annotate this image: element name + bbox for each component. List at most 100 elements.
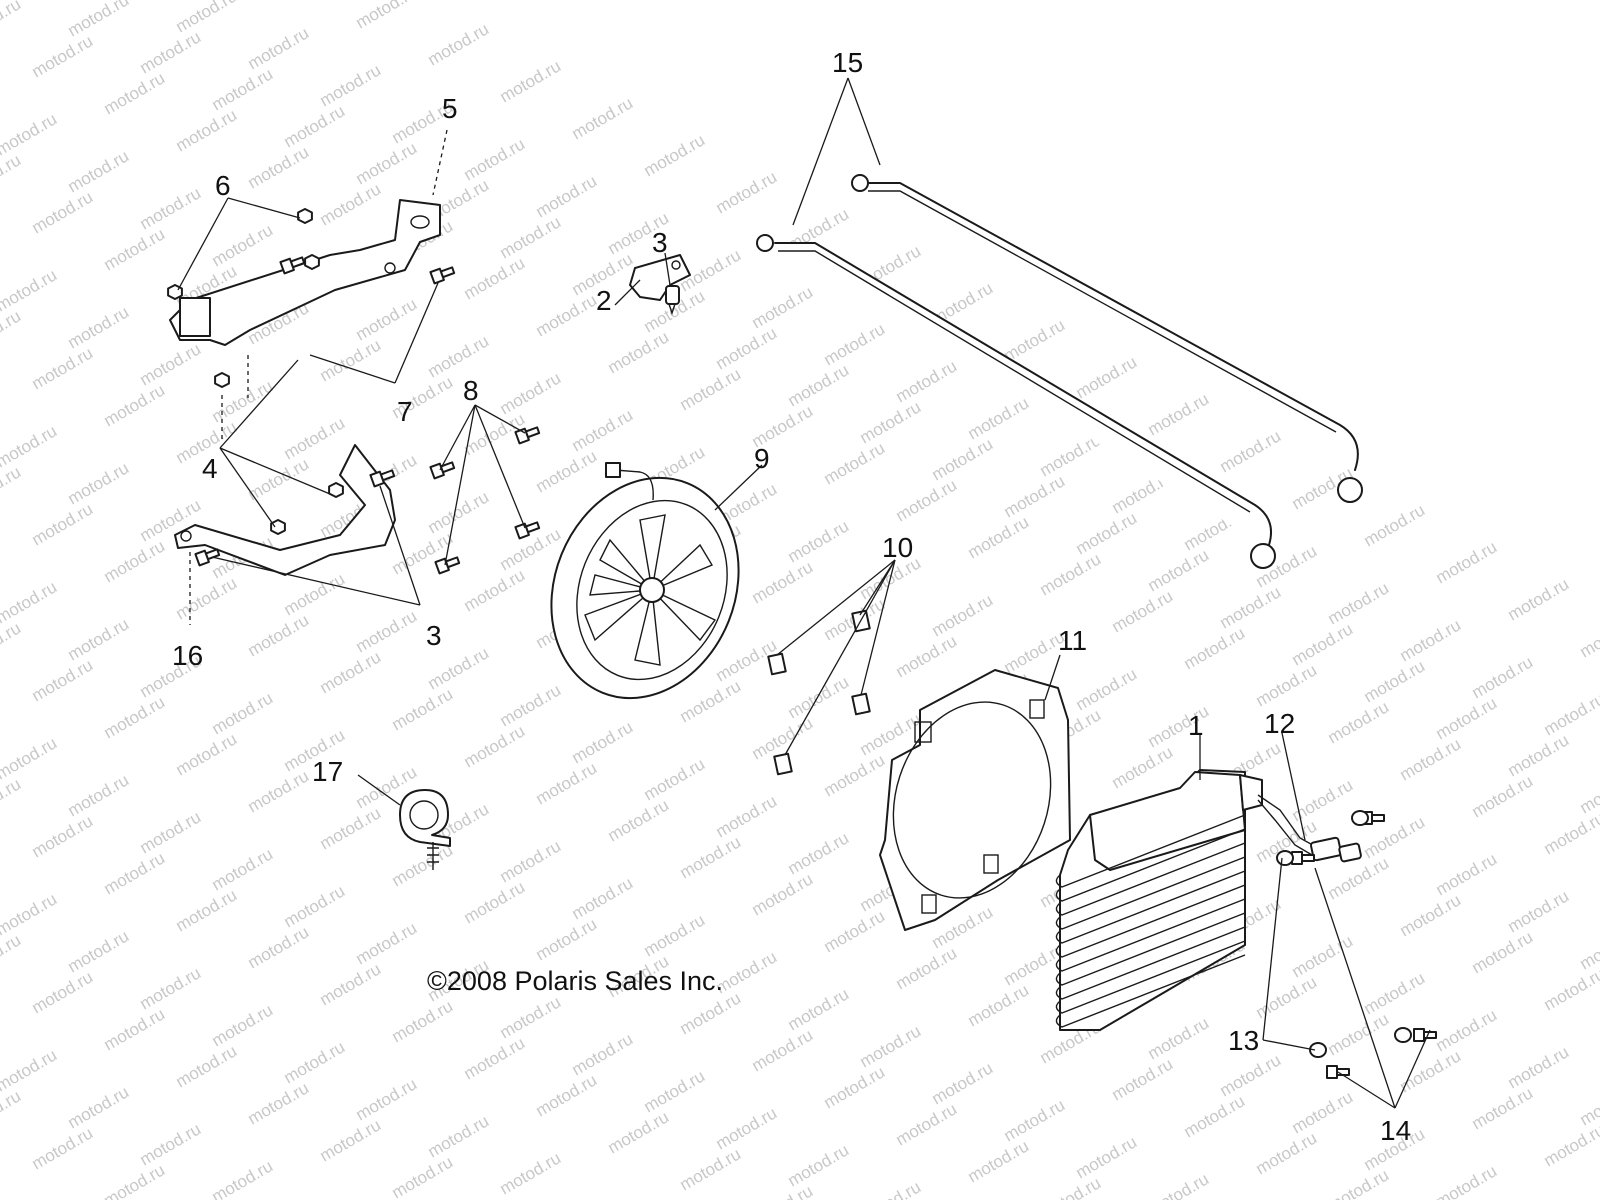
watermark-text: motod.ru [101,1160,169,1200]
watermark-text: motod.ru [65,458,133,508]
watermark-text: motod.ru [1109,742,1177,792]
watermark-text: motod.ru [0,150,24,200]
watermark-text: motod.ru [1469,927,1537,977]
watermark-text: motod.ru [173,885,241,935]
watermark-text: motod.ru [1001,1095,1069,1145]
watermark-text: motod.ru [353,0,421,32]
oil-cooler [1055,769,1263,1031]
watermark-text: motod.ru [929,590,997,640]
watermark-text: motod.ru [821,319,889,369]
watermark-text: motod.ru [0,265,60,315]
watermark-text: motod.ru [65,926,133,976]
watermark-text: motod.ru [1361,968,1429,1018]
lower-bracket [174,444,396,576]
watermark-text: motod.ru [1433,1161,1501,1200]
watermark-text: motod.ru [101,224,169,274]
watermark-text: motod.ru [461,877,529,927]
watermark-text: motod.ru [1469,771,1537,821]
callout-4: 4 [202,453,218,484]
bolt-icon [434,556,461,575]
watermark-text: motod.ru [137,339,205,389]
watermark-text: motod.ru [893,475,961,525]
clamp [629,254,691,301]
watermark-text: motod.ru [1037,549,1105,599]
watermark-text: motod.ru [209,1000,277,1050]
watermark-text: motod.ru [497,992,565,1042]
callout-6: 6 [215,170,231,201]
copyright-notice: ©2008 Polaris Sales Inc. [427,966,724,996]
watermark-text: motod.ru [0,109,60,159]
watermark-text: motod.ru [281,413,349,463]
watermark-text: motod.ru [281,881,349,931]
watermark-text: motod.ru [1001,315,1069,365]
watermark-text: motod.ru [1073,1132,1141,1182]
watermark-text: motod.ru [857,1177,925,1200]
watermark-text: motod.ru [353,138,421,188]
watermark-text: motod.ru [965,980,1033,1030]
watermark-text: motod.ru [785,672,853,722]
watermark-text: motod.ru [65,614,133,664]
watermark-text: motod.ru [929,434,997,484]
watermark-text: motod.ru [0,889,60,939]
watermark-text: motod.ru [209,64,277,114]
cooler-fin [1055,842,1246,916]
watermark-text: motod.ru [0,462,24,512]
watermark-text: motod.ru [209,688,277,738]
bolt-icon [279,256,306,275]
watermark-text: motod.ru [1505,1042,1573,1092]
watermark-text: motod.ru [965,512,1033,562]
watermark-text: motod.ru [101,536,169,586]
watermark-text: motod.ru [245,766,313,816]
watermark-text: motod.ru [173,0,241,36]
watermark-text: motod.ru [1109,586,1177,636]
watermark-text: motod.ru [317,959,385,1009]
watermark-text: motod.ru [569,717,637,767]
watermark-text: motod.ru [1433,537,1501,587]
callout-3-lower: 3 [426,620,442,651]
nut-icon [304,254,320,270]
watermark-text: motod.ru [425,331,493,381]
watermark-text: motod.ru [461,1033,529,1083]
cooler-fin [1055,856,1246,930]
watermark-text: motod.ru [0,1045,60,1095]
watermark-text: motod.ru [209,220,277,270]
callout-10: 10 [882,532,913,563]
watermark-text: motod.ru [1073,664,1141,714]
watermark-text: motod.ru [389,684,457,734]
watermark-text: motod.ru [29,343,97,393]
watermark-text: motod.ru [0,1086,24,1136]
watermark-text: motod.ru [0,0,24,44]
watermark-text: motod.ru [389,996,457,1046]
watermark-text: motod.ru [173,573,241,623]
watermark-text: motod.ru [533,290,601,340]
watermark-text: motod.ru [209,1156,277,1200]
watermark-text: motod.ru [245,1078,313,1128]
watermark-text: motod.ru [29,811,97,861]
watermark-text: motod.ru [533,914,601,964]
washer-icon [1309,1042,1327,1058]
cooler-fin [1055,940,1246,1014]
watermark-text: motod.ru [569,873,637,923]
watermark-text: motod.ru [785,516,853,566]
watermark-text: motod.ru [209,844,277,894]
callout-labels: 1 2 3 3 4 5 6 7 8 9 10 11 12 13 14 15 16… [172,47,1411,1146]
watermark-text: motod.ru [137,1119,205,1169]
watermark-text: motod.ru [1397,890,1465,940]
watermark-text: motod.ru [1469,1083,1537,1133]
watermark-text: motod.ru [605,795,673,845]
watermark-text: motod.ru [245,922,313,972]
watermark-text: motod.ru [461,134,529,184]
nut-icon [270,519,286,535]
watermark-text: motod.ru [1397,615,1465,665]
watermark-text: motod.ru [677,676,745,726]
watermark-text: motod.ru [1181,1091,1249,1141]
watermark-text: motod.ru [497,836,565,886]
watermark-text: motod.ru [1289,775,1357,825]
watermark-text: motod.ru [1289,619,1357,669]
watermark-text: motod.ru [1217,582,1285,632]
watermark-text: motod.ru [1505,730,1573,780]
nut-icon [214,372,230,388]
watermark-text: motod.ru [857,1021,925,1071]
watermark-text: motod.ru [65,146,133,196]
watermark-text: motod.ru [533,446,601,496]
